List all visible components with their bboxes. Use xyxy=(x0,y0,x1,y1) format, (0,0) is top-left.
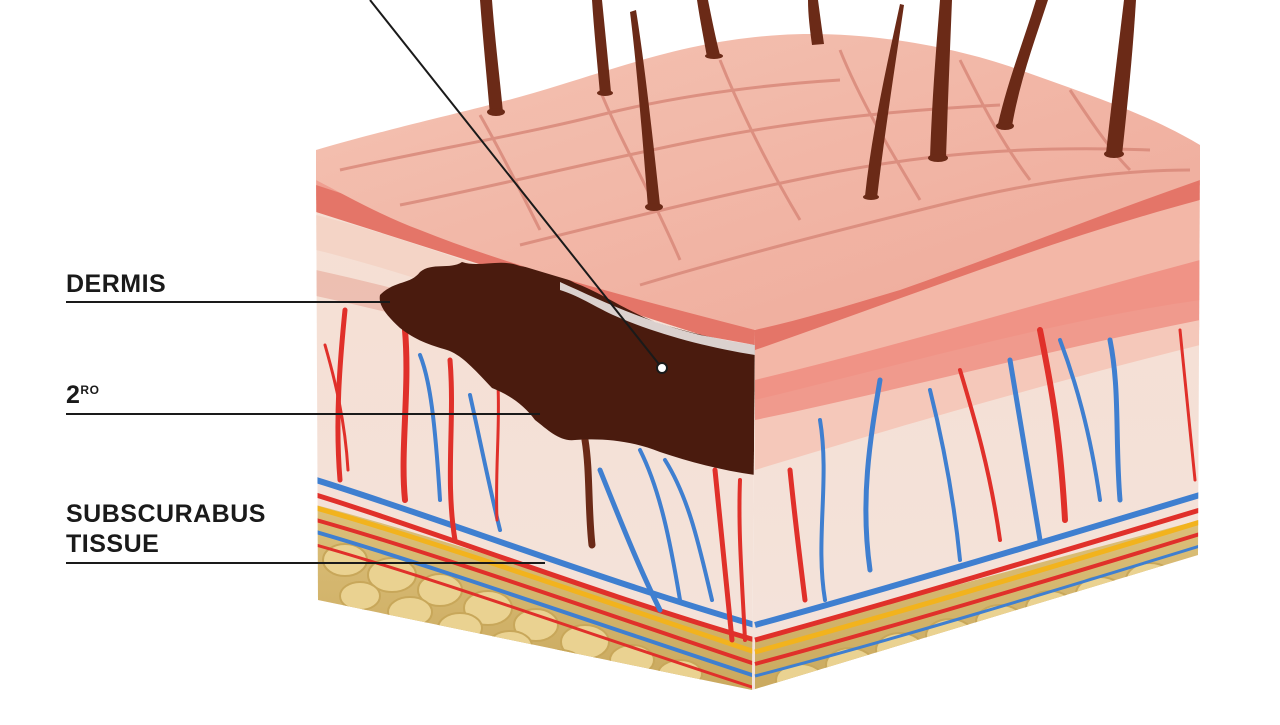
label-subcutaneous-tissue: SUBSCURABUS TISSUE xyxy=(66,499,266,559)
burn-area xyxy=(379,262,755,475)
pointer-tip xyxy=(656,362,668,374)
hairs xyxy=(480,0,1136,211)
label-burn-degree-suffix: RO xyxy=(80,383,100,397)
label-dermis: DERMIS xyxy=(66,270,167,298)
label-burn-degree-number: 2 xyxy=(66,381,81,409)
pointer-line xyxy=(369,0,663,369)
epidermis-surface xyxy=(316,34,1200,330)
label-subcutaneous-line1: SUBSCURABUS xyxy=(66,500,266,528)
label-subcutaneous-line2: TISSUE xyxy=(66,530,160,558)
label-burn-degree: 2RO xyxy=(66,381,99,410)
